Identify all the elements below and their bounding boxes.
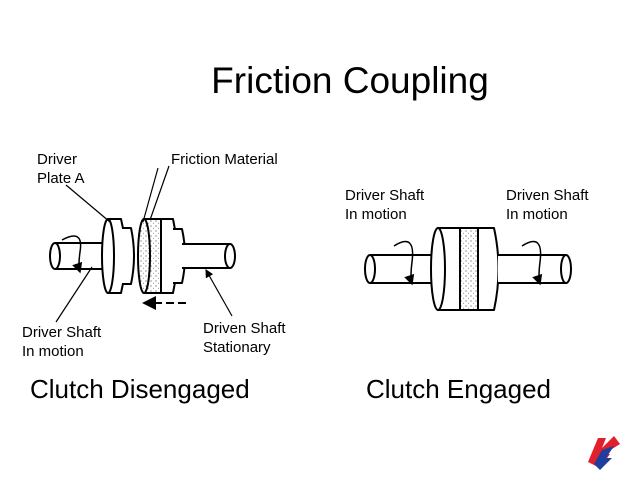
right-driven-shaft-label-line1: Driven Shaft <box>506 187 589 204</box>
right-driver-shaft-label-line2: In motion <box>345 206 407 223</box>
right-driver-shaft-label: Driver Shaft In motion <box>345 186 424 224</box>
right-driven-shaft-label-line2: In motion <box>506 206 568 223</box>
right-driven-rotation-arrow <box>521 240 543 286</box>
left-driver-shaft-leader <box>55 266 93 323</box>
friction-material-leader <box>149 165 170 221</box>
right-coupling-assembly <box>430 227 500 311</box>
slide-title: Friction Coupling <box>211 60 489 101</box>
driver-plate-leader <box>65 184 111 223</box>
driver-plate-a <box>101 218 135 294</box>
left-driven-shaft <box>182 243 236 269</box>
right-driver-shaft <box>364 254 441 284</box>
logo-icon <box>588 436 620 470</box>
driver-plate-label: Driver Plate A <box>37 150 85 188</box>
clutch-disengaged-caption: Clutch Disengaged <box>30 374 250 404</box>
driver-plate-label-line2: Plate A <box>37 170 85 187</box>
left-driven-shaft-label-line2: Stationary <box>203 339 271 356</box>
friction-material-leader-2 <box>142 167 159 223</box>
left-friction-material <box>137 218 162 294</box>
left-driven-shaft-leader <box>205 268 233 317</box>
driven-plate-left <box>160 218 186 294</box>
left-driver-shaft-label: Driver Shaft In motion <box>22 323 101 361</box>
left-driver-shaft-label-line1: Driver Shaft <box>22 324 102 341</box>
right-driven-shaft-label: Driven Shaft In motion <box>506 186 589 224</box>
right-driver-shaft-label-line1: Driver Shaft <box>345 187 425 204</box>
friction-material-label: Friction Material <box>171 151 278 168</box>
right-driven-shaft <box>498 254 572 284</box>
right-friction-material <box>459 227 479 311</box>
driver-plate-label-line1: Driver <box>37 151 77 168</box>
left-rotation-arrow <box>61 235 83 274</box>
clutch-engaged-caption: Clutch Engaged <box>366 374 552 404</box>
left-driven-shaft-label-line1: Driven Shaft <box>203 320 286 337</box>
left-driven-shaft-label: Driven Shaft Stationary <box>203 319 286 357</box>
left-driver-shaft-label-line2: In motion <box>22 343 84 360</box>
right-driver-rotation-arrow <box>393 240 415 286</box>
